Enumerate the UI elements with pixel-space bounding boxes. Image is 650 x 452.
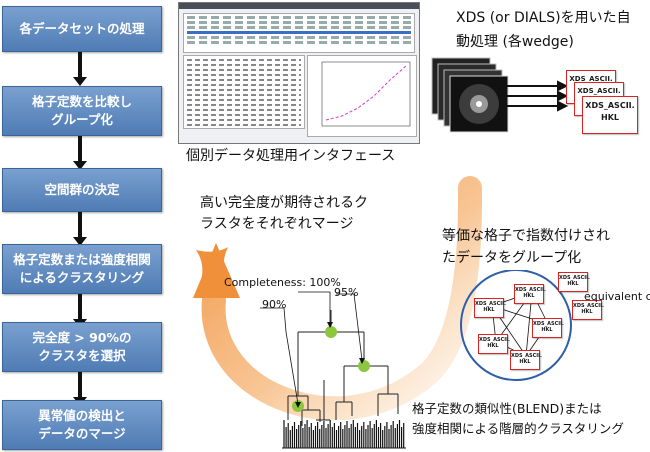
completeness-90-label: 90% — [262, 298, 287, 311]
cell-file: XDS_ASCII.HKL — [474, 298, 506, 318]
processing-arrows — [506, 80, 569, 112]
clustering-label-line2: 強度相関による階層的クラスタリング — [412, 421, 624, 436]
interface-caption: 個別データ処理用インタフェース — [186, 148, 396, 164]
step-label: 各データセットの処理 — [19, 21, 145, 36]
completeness-leaders — [260, 291, 365, 408]
hkl-file: XDS_ASCII.HKL — [582, 96, 638, 134]
flow-arrow — [73, 212, 87, 246]
cell-file: XDS_ASCII.HKL — [514, 284, 546, 304]
cell-file: XDS_ASCII.HKL — [532, 318, 564, 338]
step-label: 完全度 > 90%の — [32, 330, 132, 345]
completeness-100-label: Completeness: 100% — [224, 276, 341, 289]
step-merge: 異常値の検出と データのマージ — [2, 400, 162, 450]
step-compare-cells: 格子定数を比較し グループ化 — [2, 86, 162, 136]
step-label: クラスタを選択 — [38, 348, 126, 363]
clustering-label-line1: 格子定数の類似性(BLEND)または — [412, 401, 602, 416]
grouping-label-line2: たデータをグループ化 — [442, 250, 582, 266]
grouping-label-line1: 等価な格子で指数付けされ — [442, 228, 610, 244]
step-process-datasets: 各データセットの処理 — [2, 6, 162, 52]
cell-file: XDS_ASCII.HKL — [572, 300, 604, 320]
step-clustering: 格子定数または強度相関 によるクラスタリング — [2, 244, 162, 294]
cell-file: XDS_ASCII.HKL — [558, 272, 590, 292]
step-label: によるクラスタリング — [19, 270, 145, 285]
processing-interface-screenshot — [178, 2, 420, 144]
expectation-label-line2: ラスタをそれぞれマージ — [200, 216, 354, 232]
step-label: グループ化 — [51, 112, 113, 127]
completeness-95-label: 95% — [334, 286, 359, 299]
step-label: 空間群の決定 — [44, 182, 120, 197]
diffraction-images — [431, 57, 509, 133]
window-titlebar — [179, 3, 419, 9]
step-label: 異常値の検出と — [38, 408, 126, 423]
expectation-label-line1: 高い完全度が期待されるク — [200, 195, 368, 211]
step-select-clusters: 完全度 > 90%の クラスタを選択 — [2, 322, 162, 372]
dataset-table — [183, 13, 415, 53]
log-pane — [183, 55, 305, 129]
step-space-group: 空間群の決定 — [2, 168, 162, 212]
dendrogram — [282, 310, 406, 449]
step-label: 格子定数または強度相関 — [13, 252, 151, 267]
flow-arrow — [73, 136, 87, 170]
cell-file: XDS_ASCII.HKL — [478, 334, 510, 354]
flow-arrow — [73, 52, 87, 86]
stats-plot — [307, 55, 417, 137]
xds-label-line1: XDS (or DIALS)を用いた自 — [456, 10, 631, 26]
step-label: データのマージ — [38, 426, 126, 441]
cell-file: XDS_ASCII.HKL — [510, 350, 542, 370]
xds-label-line2: 動処理 (各wedge) — [456, 34, 574, 50]
equivalent-cell-label: equivalent cell — [584, 290, 650, 303]
step-label: 格子定数を比較し — [31, 94, 132, 109]
